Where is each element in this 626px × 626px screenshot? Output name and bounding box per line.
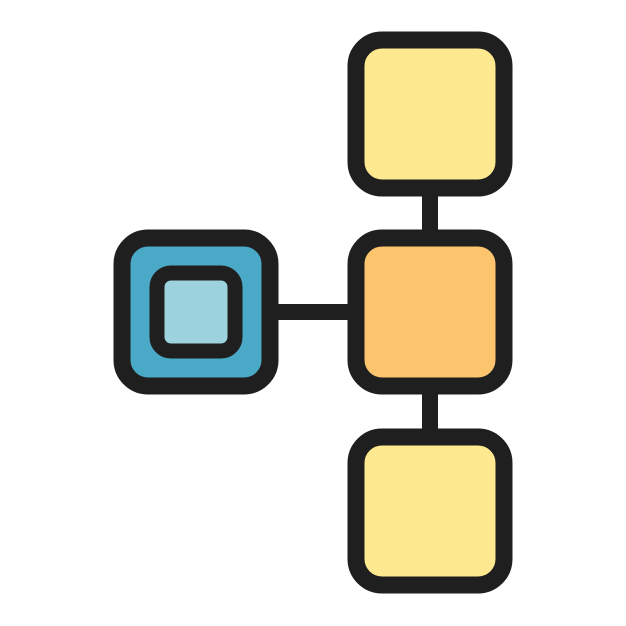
left-node-inner-square <box>149 265 243 359</box>
bottom-node-square <box>347 428 513 594</box>
top-node-square <box>347 31 513 197</box>
middle-node-square <box>347 229 513 395</box>
